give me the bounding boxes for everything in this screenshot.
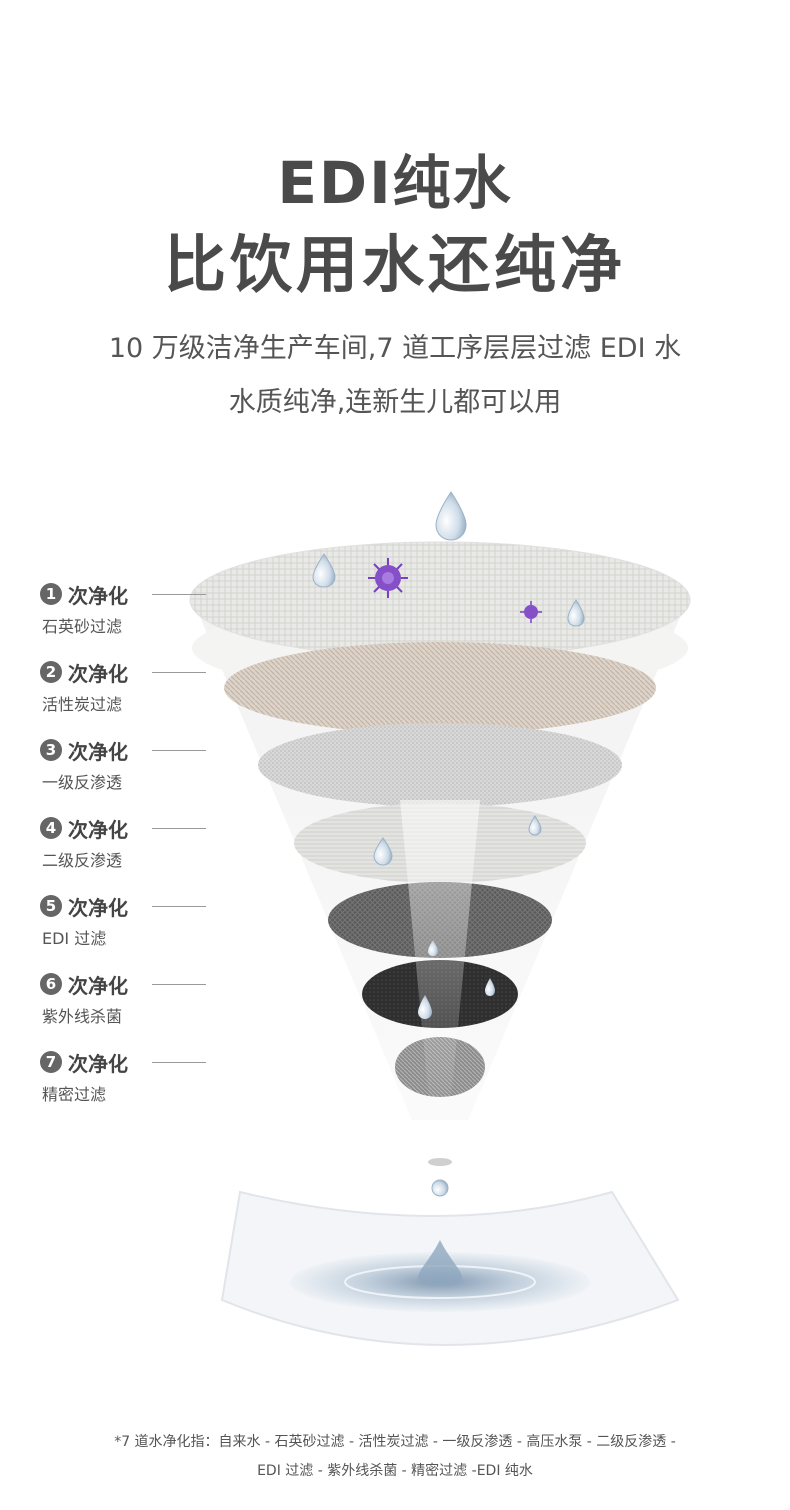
stage-number-badge: 2 [40, 661, 62, 683]
leader-line [152, 672, 206, 673]
page-subtitle-headline: 比饮用水还纯净 [163, 228, 626, 301]
water-drop-icon [528, 815, 542, 836]
stage-item-1: 1 次净化 石英砂过滤 [40, 580, 220, 640]
filter-layer-2 [224, 642, 656, 734]
water-splash [418, 1240, 462, 1286]
description-line-1: 10 万级洁净生产车间,7 道工序层层过滤 EDI 水 [108, 333, 682, 364]
stage-description: 一级反渗透 [42, 773, 123, 792]
stage-label: 次净化 [68, 895, 128, 920]
stage-item-3: 3 次净化 一级反渗透 [40, 736, 220, 796]
water-drop-icon [567, 599, 585, 627]
light-beam [400, 800, 480, 1130]
stage-item-4: 4 次净化 二级反渗透 [40, 814, 220, 874]
stage-description: EDI 过滤 [42, 929, 107, 948]
stage-label: 次净化 [68, 973, 128, 998]
stage-label: 次净化 [68, 1051, 128, 1076]
stage-description: 活性炭过滤 [42, 695, 123, 714]
bacteria-icon [520, 601, 542, 623]
footnote-line-1: *7 道水净化指：自来水 - 石英砂过滤 - 活性炭过滤 - 一级反渗透 - 高… [114, 1434, 676, 1450]
leader-line [152, 750, 206, 751]
description-line-2: 水质纯净,连新生儿都可以用 [228, 387, 562, 418]
stage-label: 次净化 [68, 739, 128, 764]
water-drop-icon [312, 553, 336, 588]
water-drop-icon [435, 491, 467, 541]
leader-line [152, 1062, 206, 1063]
leader-line [152, 594, 206, 595]
leader-line [152, 828, 206, 829]
stage-description: 紫外线杀菌 [42, 1007, 123, 1026]
bacteria-icon [368, 558, 408, 598]
stage-label: 次净化 [68, 661, 128, 686]
water-drop-icon [485, 978, 495, 996]
stage-description: 精密过滤 [42, 1085, 107, 1104]
stage-number-badge: 3 [40, 739, 62, 761]
stage-item-6: 6 次净化 紫外线杀菌 [40, 970, 220, 1030]
filtration-funnel-illustration [189, 491, 691, 1346]
water-drop-icon [373, 837, 393, 866]
stage-number-badge: 1 [40, 583, 62, 605]
stage-item-2: 2 次净化 活性炭过滤 [40, 658, 220, 718]
stage-description: 石英砂过滤 [42, 617, 123, 636]
leader-line [152, 984, 206, 985]
stage-label: 次净化 [68, 583, 128, 608]
stage-label: 次净化 [68, 817, 128, 842]
water-droplet [431, 1179, 449, 1197]
water-drop-icon [418, 995, 432, 1019]
stage-description: 二级反渗透 [42, 851, 123, 870]
footnote-line-2: EDI 过滤 - 紫外线杀菌 - 精密过滤 -EDI 纯水 [257, 1463, 533, 1479]
funnel-tip [428, 1158, 452, 1166]
page-title: EDI纯水 [277, 149, 513, 217]
stage-item-5: 5 次净化 EDI 过滤 [40, 892, 220, 952]
stage-number-badge: 4 [40, 817, 62, 839]
stage-number-badge: 6 [40, 973, 62, 995]
stage-item-7: 7 次净化 精密过滤 [40, 1048, 220, 1108]
leader-line [152, 906, 206, 907]
water-drop-icon [428, 940, 438, 956]
stage-number-badge: 7 [40, 1051, 62, 1073]
stage-number-badge: 5 [40, 895, 62, 917]
filter-layer-3 [258, 723, 622, 807]
